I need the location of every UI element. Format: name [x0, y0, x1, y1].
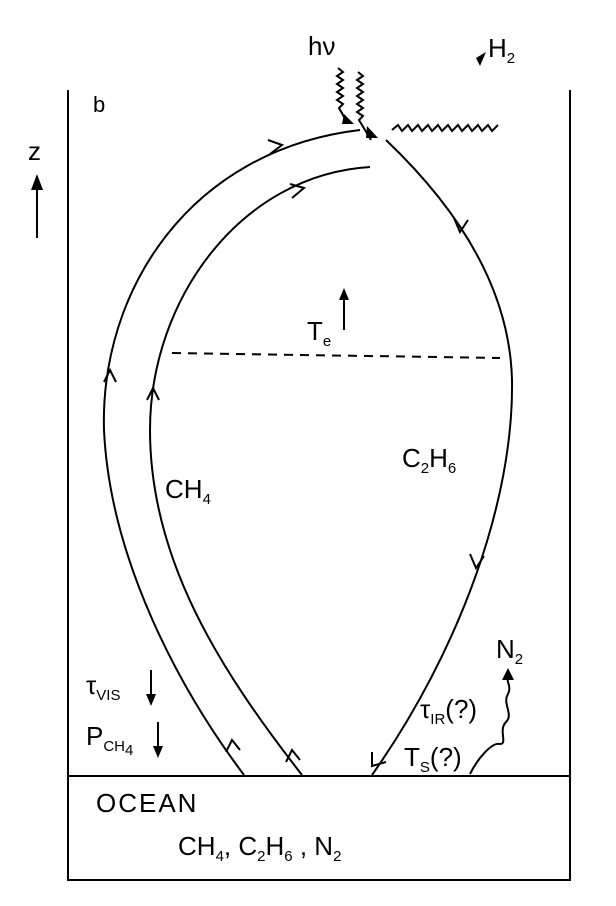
c2h6-label: C2H6	[402, 443, 456, 477]
z-axis: z	[28, 136, 43, 238]
z-axis-arrowhead	[31, 174, 43, 190]
tau-vis-down-arrowhead	[146, 694, 156, 706]
z-axis-label: z	[28, 136, 41, 166]
flow-arrows	[103, 139, 485, 768]
ch4-label: CH4	[165, 474, 211, 508]
n2-arrowhead	[502, 668, 514, 680]
te-dashed-line	[171, 352, 501, 359]
te-label: Te	[307, 316, 331, 350]
arrow-inner-top	[289, 183, 307, 199]
arrow-outer-up	[103, 367, 117, 383]
arrow-inner-base	[285, 748, 301, 763]
arrow-ethane-lower	[469, 553, 485, 571]
photon-arrows	[335, 67, 378, 141]
ocean-contents: CH4, C2H6 , N2	[178, 831, 341, 865]
n2-label: N2	[496, 634, 523, 668]
arrow-outer-base	[225, 738, 241, 753]
tau-vis-label: τVIS	[86, 670, 120, 704]
h2-label: H2	[488, 33, 515, 67]
h2-escape-squiggle	[391, 123, 499, 133]
photon-arrowhead-2	[366, 126, 378, 138]
arrow-outer-top	[267, 139, 285, 155]
ts-label: TS(?)	[404, 742, 462, 776]
arrow-ethane-base	[371, 752, 387, 768]
photon-squiggle-2	[355, 71, 372, 141]
photon-arrowhead-1	[342, 114, 354, 124]
ocean-box	[67, 775, 571, 881]
p-ch4-label: PCH4	[86, 721, 133, 759]
panel-letter: b	[93, 92, 105, 117]
tau-ir-label: τIR(?)	[420, 694, 477, 728]
n2-squiggle	[469, 677, 511, 775]
methane-loop-outer	[102, 129, 361, 776]
p-ch4-down-arrowhead	[153, 746, 163, 758]
h2-escape-arrowhead	[476, 52, 486, 66]
ocean-title: OCEAN	[96, 788, 198, 818]
ethane-loop	[371, 139, 514, 776]
arrow-inner-up	[146, 385, 160, 401]
photon-label: hν	[308, 31, 335, 61]
methane-loop-inner	[148, 166, 371, 776]
photon-squiggle-1	[335, 67, 348, 123]
te-up-arrowhead	[339, 288, 349, 300]
arrow-ethane-upper	[453, 217, 469, 235]
